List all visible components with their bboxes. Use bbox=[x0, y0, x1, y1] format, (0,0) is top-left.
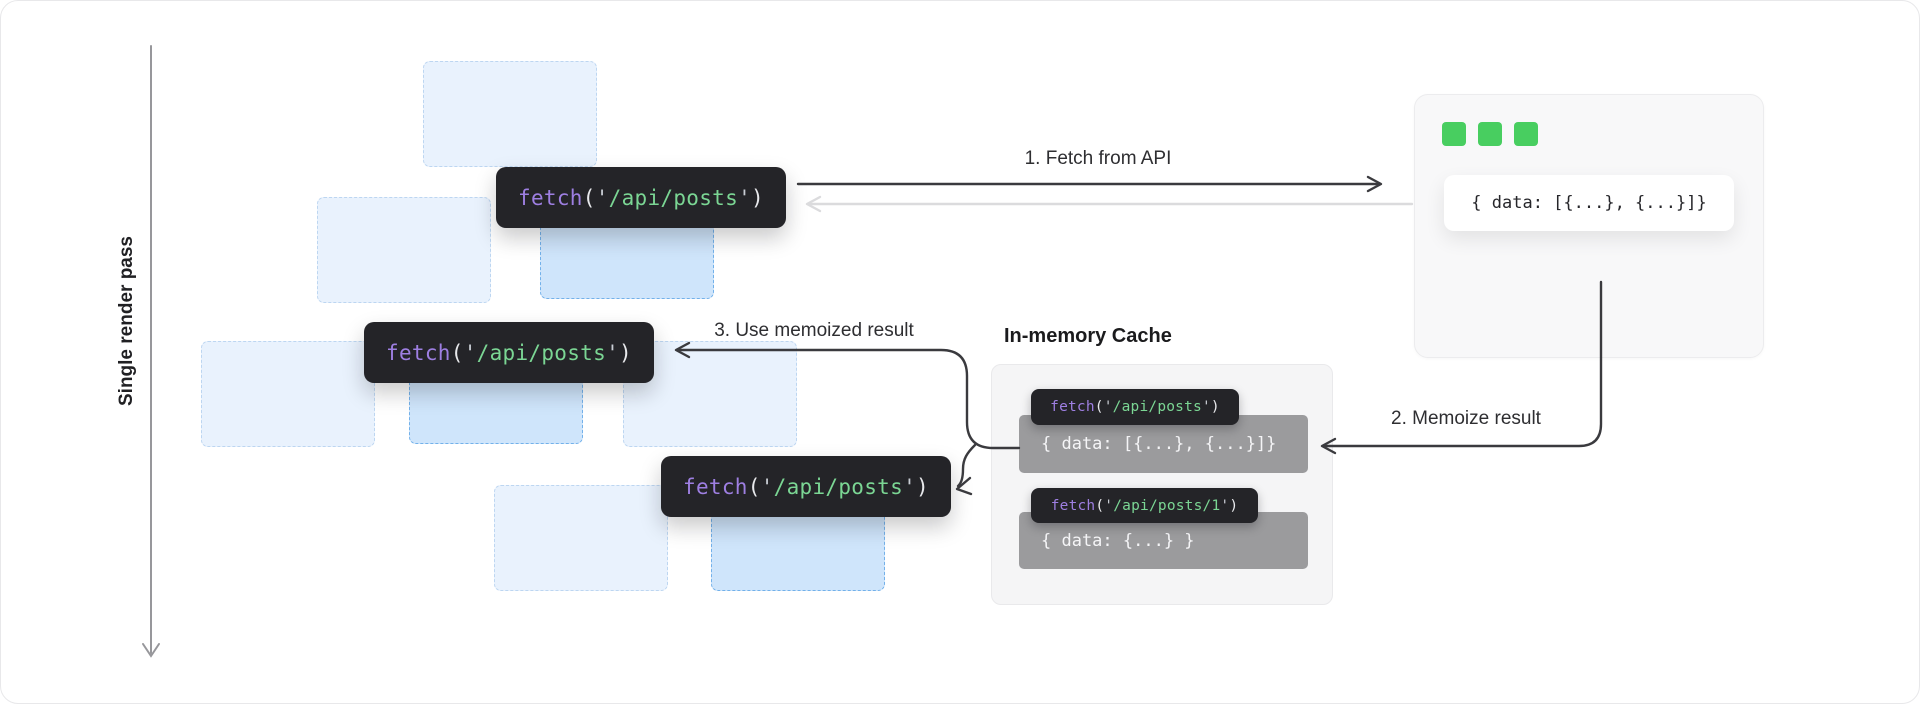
code-paren: ( bbox=[1094, 399, 1104, 415]
step3-label: 3. Use memoized result bbox=[714, 320, 914, 341]
code-quote: ' bbox=[463, 340, 477, 365]
code-keyword: fetch bbox=[518, 185, 583, 210]
code-string: /api/posts bbox=[608, 185, 739, 210]
fetch-from-api-arrow bbox=[796, 175, 1383, 193]
code-keyword: fetch bbox=[386, 340, 451, 365]
code-paren: ) bbox=[751, 185, 764, 210]
component-placeholder bbox=[494, 485, 668, 591]
cache-key-1: fetch('/api/posts') bbox=[1031, 389, 1239, 425]
api-response-arrow bbox=[805, 195, 1414, 213]
code-quote: ' bbox=[1103, 399, 1113, 415]
code-quote: ' bbox=[606, 340, 620, 365]
code-quote: ' bbox=[595, 185, 609, 210]
code-string: /api/posts bbox=[773, 474, 904, 499]
step2-label: 2. Memoize result bbox=[1391, 408, 1541, 429]
code-quote: ' bbox=[738, 185, 752, 210]
code-quote: ' bbox=[1220, 497, 1230, 514]
component-placeholder bbox=[423, 61, 597, 167]
fetch-call-2: fetch('/api/posts') bbox=[364, 322, 654, 383]
code-quote: ' bbox=[1104, 497, 1114, 514]
step1-label: 1. Fetch from API bbox=[1024, 148, 1172, 169]
code-string: /api/posts bbox=[476, 340, 607, 365]
code-keyword: fetch bbox=[1050, 497, 1096, 514]
code-paren: ( bbox=[1095, 497, 1105, 514]
api-server-card: { data: [{...}, {...}]} bbox=[1414, 94, 1764, 358]
render-pass-axis-label: Single render pass bbox=[116, 235, 137, 407]
code-quote: ' bbox=[903, 474, 917, 499]
server-window-dot-icon bbox=[1514, 122, 1538, 146]
code-paren: ) bbox=[1210, 399, 1220, 415]
code-keyword: fetch bbox=[683, 474, 748, 499]
code-paren: ( bbox=[450, 340, 464, 365]
api-response-value: { data: [{...}, {...}]} bbox=[1444, 175, 1734, 231]
code-keyword: fetch bbox=[1050, 399, 1095, 415]
code-paren: ( bbox=[582, 185, 596, 210]
code-paren: ) bbox=[916, 474, 929, 499]
code-string: /api/posts bbox=[1112, 399, 1202, 415]
component-placeholder bbox=[201, 341, 375, 447]
code-string: /api/posts/1 bbox=[1113, 497, 1221, 514]
render-pass-axis-arrow bbox=[142, 45, 160, 658]
code-paren: ( bbox=[747, 474, 761, 499]
code-paren: ) bbox=[1229, 497, 1239, 514]
code-paren: ) bbox=[619, 340, 632, 365]
code-quote: ' bbox=[1201, 399, 1211, 415]
cache-key-2: fetch('/api/posts/1') bbox=[1031, 488, 1258, 523]
cache-title: In-memory Cache bbox=[1004, 325, 1172, 347]
component-placeholder bbox=[317, 197, 491, 303]
code-quote: ' bbox=[760, 474, 774, 499]
server-window-dot-icon bbox=[1478, 122, 1502, 146]
fetch-call-3: fetch('/api/posts') bbox=[661, 456, 951, 517]
fetch-call-1: fetch('/api/posts') bbox=[496, 167, 786, 228]
server-window-dot-icon bbox=[1442, 122, 1466, 146]
